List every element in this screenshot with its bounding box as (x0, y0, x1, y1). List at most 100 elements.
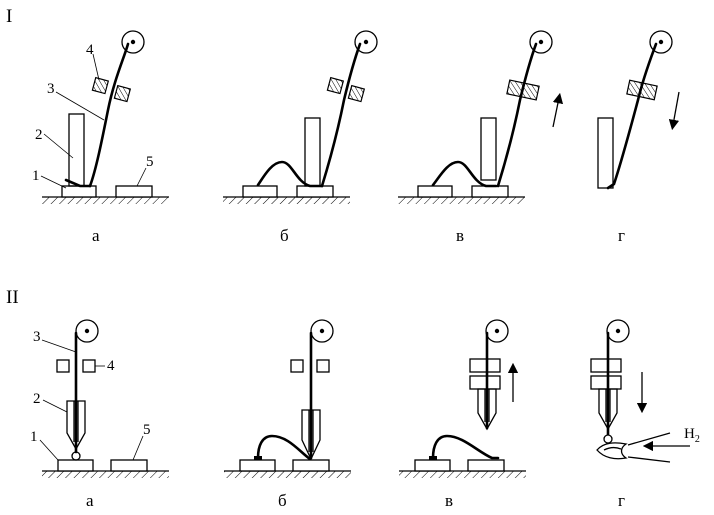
leader-1 (40, 175, 67, 189)
label-5: 5 (146, 154, 154, 170)
spool (485, 319, 509, 343)
label-1: 1 (30, 429, 38, 445)
spool (354, 30, 378, 54)
spool-hub (363, 39, 369, 45)
panel-i-a: 1 2 3 4 5 а (32, 30, 169, 245)
spool-hub (130, 39, 136, 45)
leader-5 (132, 435, 144, 461)
capillary (66, 400, 86, 451)
label-3: 3 (33, 329, 41, 345)
panel-ii-v: в (399, 319, 526, 510)
hydrogen-label: H2 (684, 426, 700, 445)
substrate-hatch (223, 197, 350, 204)
wire-loop (431, 160, 498, 188)
capillary (301, 409, 321, 461)
panel-ii-a: 1 2 3 4 5 а (30, 319, 169, 510)
ball-bond (429, 456, 437, 460)
contact-pad (417, 185, 453, 198)
leader-2 (43, 133, 74, 159)
leader-4 (92, 53, 100, 81)
wire-loop (256, 434, 312, 461)
hydrogen-flame (596, 442, 628, 460)
leader-1 (39, 439, 59, 461)
wire-loop (431, 434, 500, 460)
contact-pad (471, 185, 509, 198)
clamp-block (626, 79, 658, 101)
capillary (477, 388, 497, 431)
wire-tail (64, 178, 92, 188)
spool-hub (658, 39, 664, 45)
ball-bond (254, 456, 262, 460)
caption-b: б (278, 491, 287, 510)
clamp-right (316, 359, 330, 373)
clamp-left (590, 358, 622, 373)
label-4: 4 (107, 358, 115, 374)
hydrogen-subscript: 2 (695, 434, 700, 445)
spool-hub (319, 328, 325, 334)
leader-5 (136, 167, 147, 187)
caption-a: а (92, 226, 100, 245)
clamp-right (82, 359, 96, 373)
wire (496, 42, 538, 188)
caption-g: г (618, 226, 625, 245)
caption-v: в (445, 491, 453, 510)
bonding-tool (480, 117, 497, 181)
bonding-tool (304, 117, 321, 187)
contact-pad-1 (61, 185, 97, 198)
spool (529, 30, 553, 54)
contact-pad-1 (57, 459, 94, 472)
clamp-right (590, 375, 622, 390)
capillary (598, 388, 618, 431)
section-i-numeral: I (6, 6, 12, 27)
panel-ii-b: б (224, 319, 351, 510)
spool-hub (494, 328, 500, 334)
section-ii-numeral: II (6, 287, 19, 308)
clamp-left (326, 76, 345, 95)
clamp-block (506, 79, 540, 101)
contact-pad (242, 185, 278, 198)
leader-3 (41, 339, 77, 353)
label-5: 5 (143, 422, 151, 438)
spool-hub (615, 328, 621, 334)
panel-i-g: г (597, 30, 680, 245)
torch-nozzle (627, 432, 671, 463)
bonding-tool (68, 113, 85, 187)
bonding-tool (597, 117, 614, 189)
panel-i-v: в (398, 30, 564, 245)
contact-pad (467, 459, 505, 472)
contact-pad-5 (110, 459, 148, 472)
contact-pad-5 (115, 185, 153, 198)
leader-3 (55, 91, 105, 121)
clamp-right (347, 84, 366, 103)
caption-a: а (86, 491, 94, 510)
hydrogen-symbol: H (684, 426, 695, 442)
substrate-hatch (42, 197, 169, 204)
wire (606, 42, 658, 190)
caption-g: г (618, 491, 625, 510)
panel-ii-g: H2 г (590, 319, 700, 510)
label-4: 4 (86, 42, 94, 58)
clamp-right (469, 375, 501, 390)
contact-pad (296, 185, 334, 198)
substrate-hatch (42, 471, 169, 478)
spool (310, 319, 334, 343)
label-2: 2 (33, 391, 41, 407)
up-arrow (552, 92, 564, 128)
substrate-hatch (224, 471, 351, 478)
ball (603, 434, 613, 444)
substrate-hatch (398, 197, 525, 204)
label-3: 3 (47, 81, 55, 97)
clamp-left (56, 359, 70, 373)
spool-hub (84, 328, 90, 334)
label-1: 1 (32, 168, 40, 184)
wire (320, 42, 362, 188)
panel-i-b: б (223, 30, 378, 245)
label-2: 2 (35, 127, 43, 143)
hydrogen-flame-inner (603, 446, 622, 451)
contact-pad (239, 459, 276, 472)
substrate-hatch (399, 471, 526, 478)
wire (88, 42, 130, 188)
spool-hub (538, 39, 544, 45)
contact-pad (292, 459, 330, 472)
